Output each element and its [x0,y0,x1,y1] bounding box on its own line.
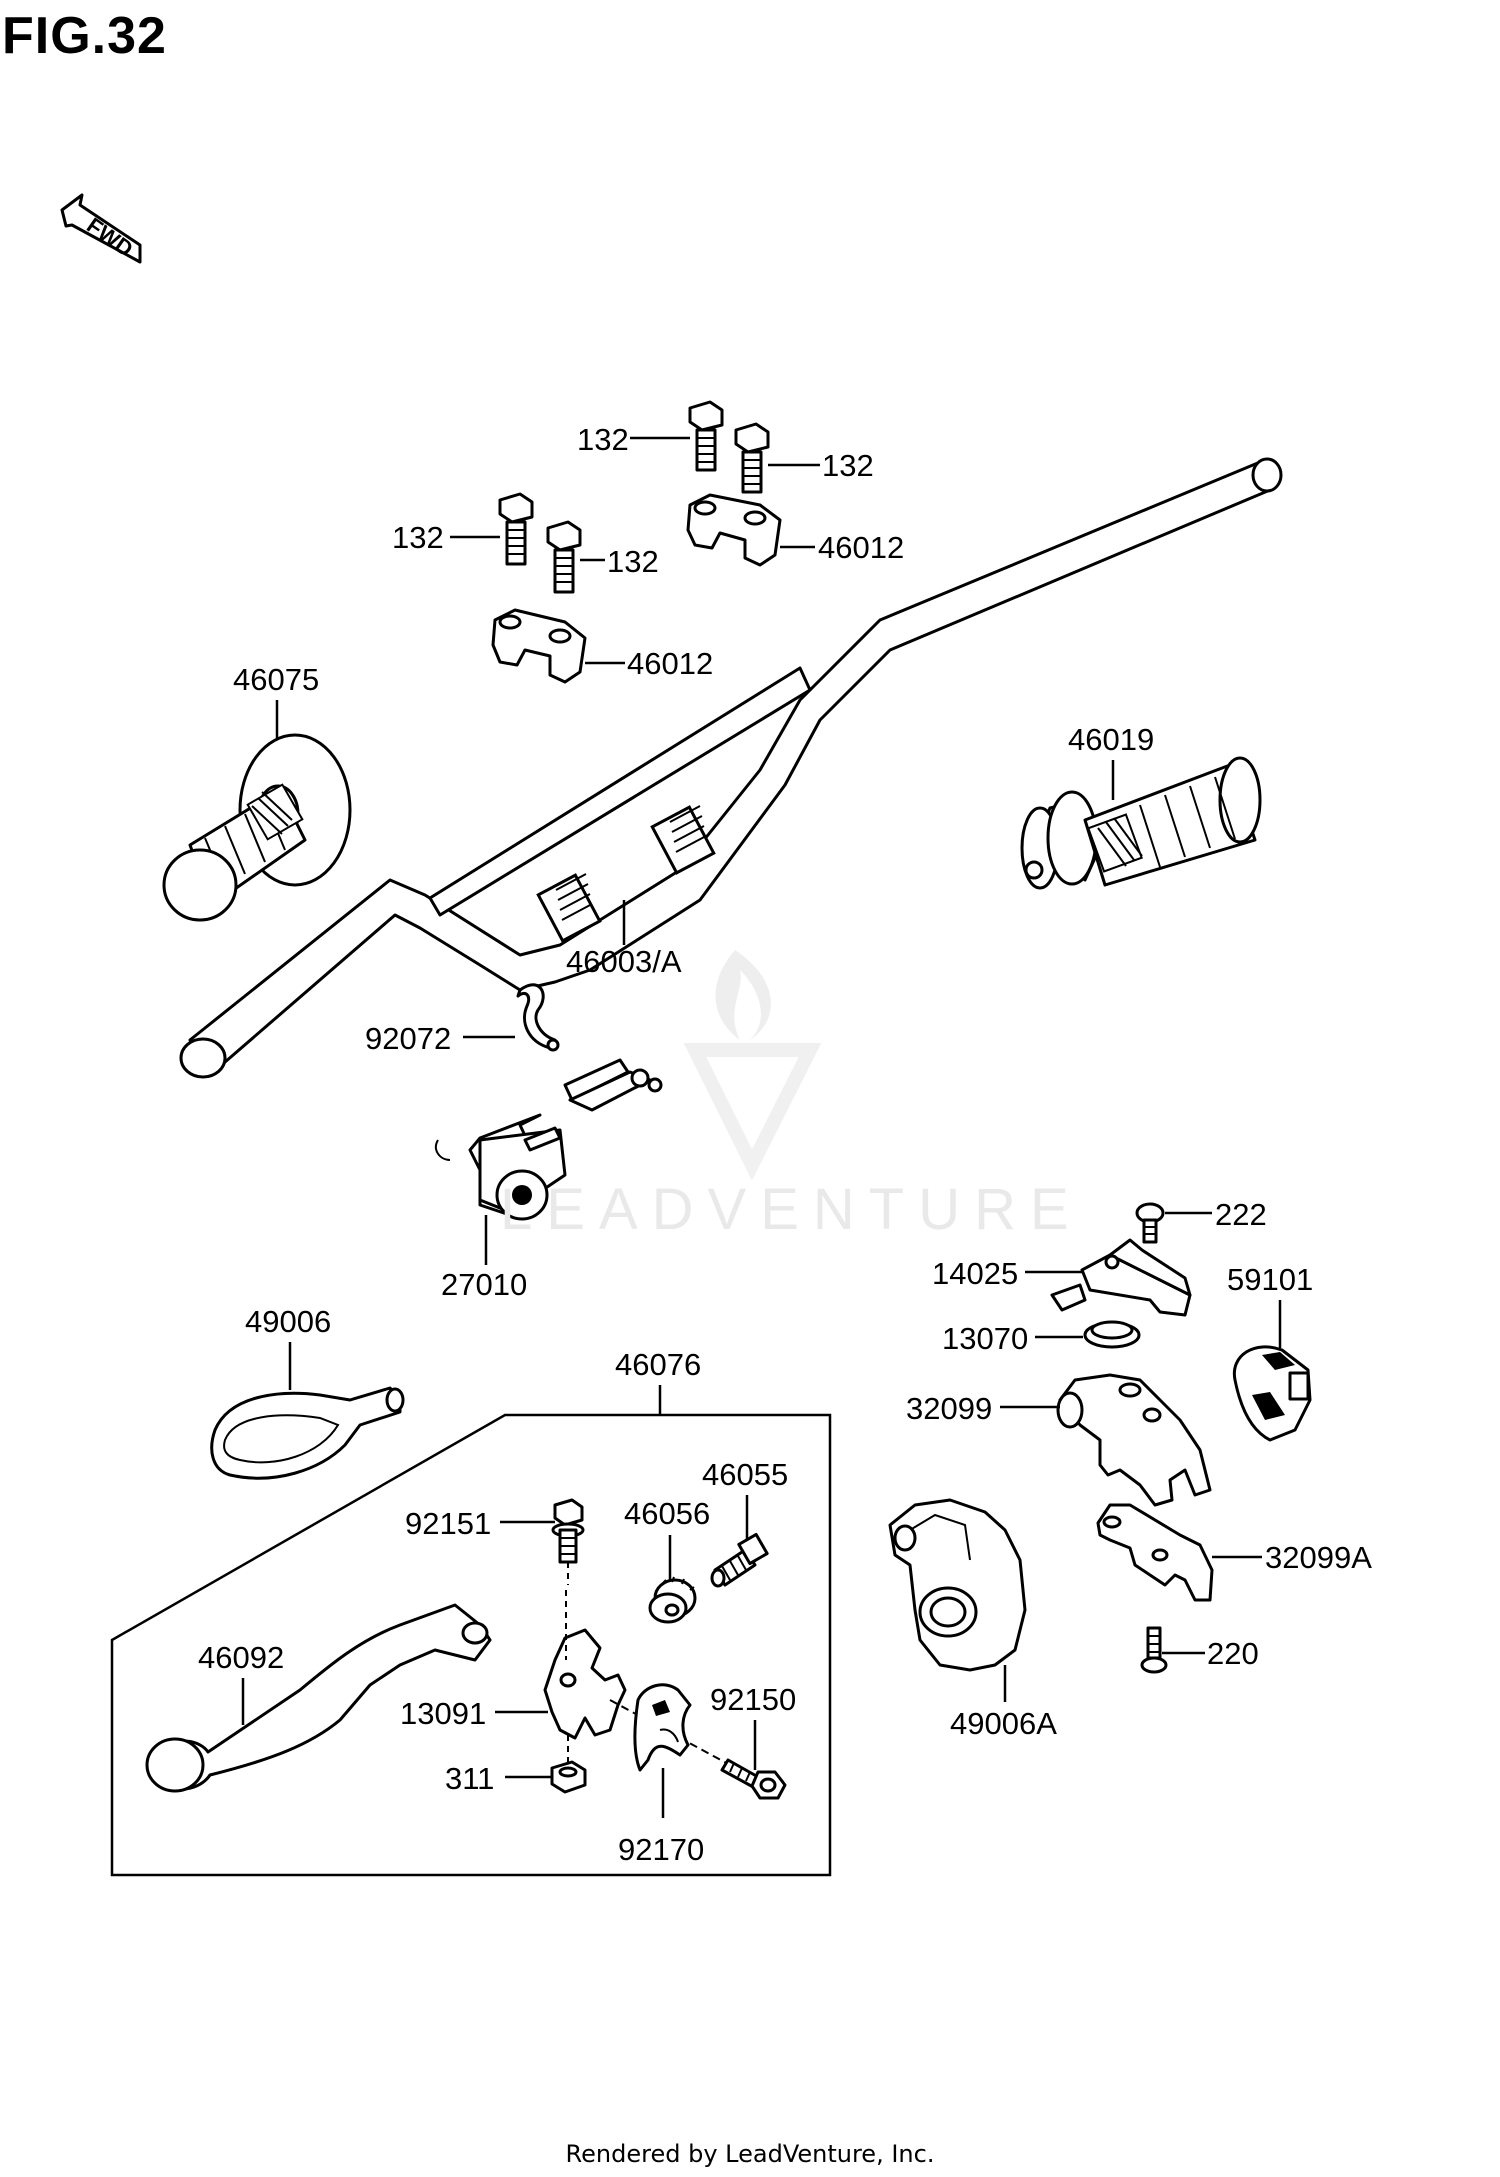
clamp-92072[interactable] [516,983,560,1052]
callout-13091: 13091 [400,1696,486,1731]
callout-132-d: 132 [607,544,659,579]
callout-14025: 14025 [932,1256,1018,1291]
screw-220[interactable] [1140,1626,1168,1674]
callout-46092: 46092 [198,1640,284,1675]
callout-46012-a: 46012 [818,530,904,565]
fwd-arrow-icon: FWD [60,193,142,264]
nut-46056[interactable] [648,1576,697,1624]
callout-46075: 46075 [233,662,319,697]
callout-92170: 92170 [618,1832,704,1867]
adjuster-46055[interactable] [710,1532,769,1588]
cover-49006a[interactable] [888,1498,1027,1672]
bolt-132-a[interactable] [688,400,724,472]
housing-32099[interactable] [1056,1373,1212,1507]
callout-311: 311 [445,1761,494,1796]
callout-32099a: 32099A [1265,1540,1372,1575]
boot-49006[interactable] [210,1386,405,1480]
watermark-text: LEADVENTURE [500,1177,1083,1242]
nut-311[interactable] [550,1760,587,1794]
callout-92150: 92150 [710,1682,796,1717]
callout-46056: 46056 [624,1496,710,1531]
callout-49006: 49006 [245,1304,331,1339]
holder-46012-b[interactable] [491,608,587,684]
callout-132-b: 132 [822,448,874,483]
bolt-132-b[interactable] [734,422,770,494]
callout-46019: 46019 [1068,722,1154,757]
bolt-92151[interactable] [551,1498,585,1585]
callout-49006a: 49006A [950,1706,1057,1741]
callout-59101: 59101 [1227,1262,1313,1297]
callout-46055: 46055 [702,1457,788,1492]
callout-46003: 46003/A [566,944,682,979]
cover-14025[interactable] [1050,1238,1192,1317]
collar-59101[interactable] [1232,1345,1312,1442]
callout-92151: 92151 [405,1506,491,1541]
ring-13070[interactable] [1083,1320,1141,1349]
callout-32099: 32099 [906,1391,992,1426]
screw-222[interactable] [1135,1202,1165,1244]
figure-title: FIG.32 [2,7,167,65]
callout-27010: 27010 [441,1267,527,1302]
callout-13070: 13070 [942,1321,1028,1356]
grip-46019[interactable] [1020,756,1262,890]
leadventure-logo-icon [683,950,822,1181]
switch-27010[interactable] [434,1058,663,1221]
lever-46092[interactable] [145,1603,492,1793]
lever-assembly-46076[interactable] [110,1413,832,1877]
bolt-132-c[interactable] [498,492,534,566]
bolt-92150[interactable] [720,1758,787,1800]
collar-92170[interactable] [633,1683,692,1772]
housing-32099a[interactable] [1096,1503,1214,1602]
callout-132-a: 132 [577,422,629,457]
callout-46076: 46076 [615,1347,701,1382]
callout-220: 220 [1207,1636,1259,1671]
callout-132-c: 132 [392,520,444,555]
grip-46075[interactable] [162,733,352,922]
callout-222: 222 [1215,1197,1267,1232]
bolt-132-d[interactable] [546,520,582,594]
handlebar-part[interactable] [179,457,1283,1079]
footer-credit: Rendered by LeadVenture, Inc. [565,2140,935,2168]
callout-92072: 92072 [365,1021,451,1056]
callout-46012-b: 46012 [627,646,713,681]
holder-46012-a[interactable] [686,493,782,567]
